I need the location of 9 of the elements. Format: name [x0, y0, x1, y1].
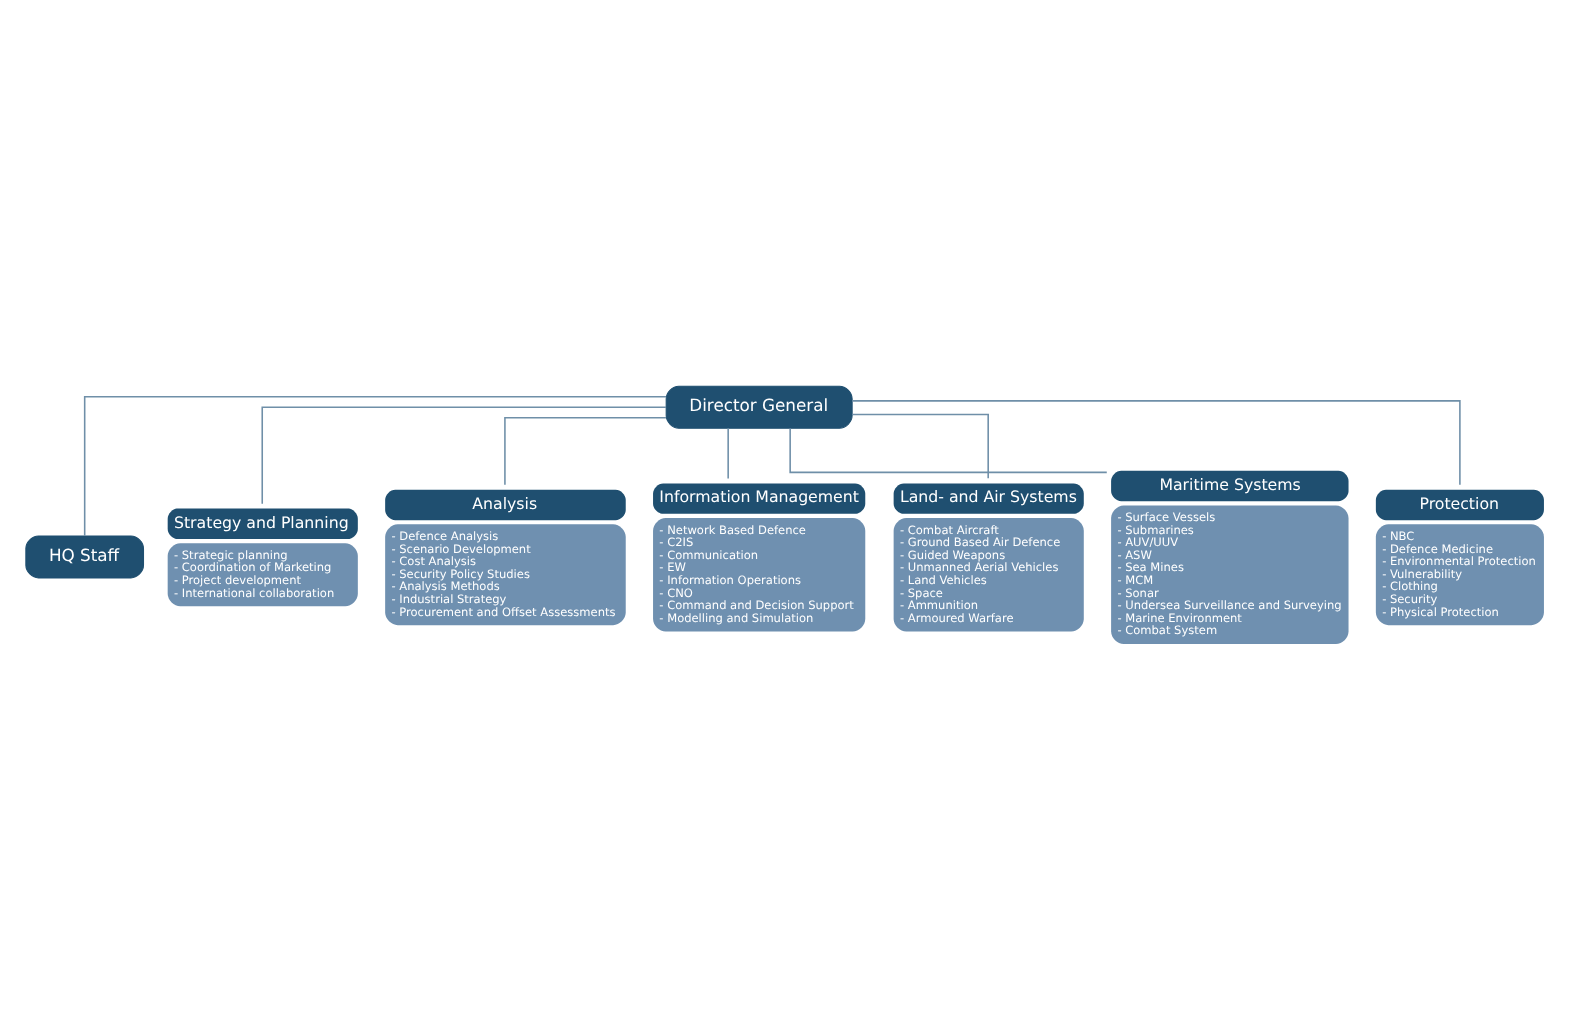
connector: [789, 427, 1108, 474]
connector: [727, 427, 729, 480]
connector: [504, 416, 667, 486]
connector: [851, 400, 1461, 486]
node-box: HQ Staff: [25, 535, 145, 579]
connector: [851, 413, 989, 480]
connector: [83, 395, 667, 537]
connector: [261, 406, 667, 505]
node-box: Director General: [665, 385, 853, 429]
